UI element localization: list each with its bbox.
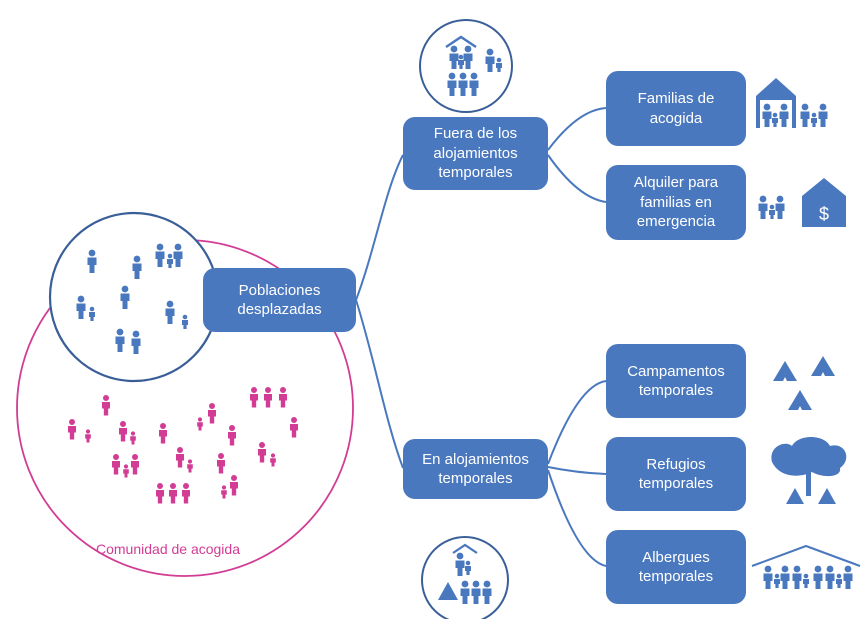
connector-center-to-fuera [355, 154, 404, 301]
tents-icon [773, 356, 835, 410]
tree-tent-icon [771, 437, 847, 504]
family-house-icon [756, 78, 828, 128]
connector-fuera-to-familias [547, 107, 607, 151]
connector-fuera-to-alquiler [547, 154, 607, 203]
displaced-population-circle [48, 211, 220, 383]
leaf-node-alquiler: Alquiler para familias en emergencia [606, 165, 746, 240]
family-house-badge-icon [419, 19, 513, 113]
leaf-node-familias: Familias de acogida [606, 71, 746, 146]
connector-en-to-refugios [547, 466, 607, 475]
rent-house-icon: $ [758, 178, 846, 227]
connectors [355, 107, 607, 567]
leaf-node-refugios: Refugios temporales [606, 437, 746, 511]
connector-en-to-campamentos [547, 380, 607, 465]
connector-center-to-en [355, 299, 404, 469]
host-community-caption: Comunidad de acogida [96, 541, 240, 557]
center-node-poblaciones: Poblaciones desplazadas [203, 268, 356, 332]
svg-text:$: $ [819, 204, 829, 224]
host-community-people-icons [68, 387, 298, 504]
shelter-roof-icon [751, 544, 861, 589]
leaf-node-campamentos: Campamentos temporales [606, 344, 746, 418]
branch-node-en: En alojamientos temporales [403, 439, 548, 499]
connector-en-to-albergues [547, 469, 607, 567]
branch-node-fuera: Fuera de los alojamientos temporales [403, 117, 548, 190]
leaf-node-albergues: Albergues temporales [606, 530, 746, 604]
tent-family-badge-icon [421, 536, 509, 619]
